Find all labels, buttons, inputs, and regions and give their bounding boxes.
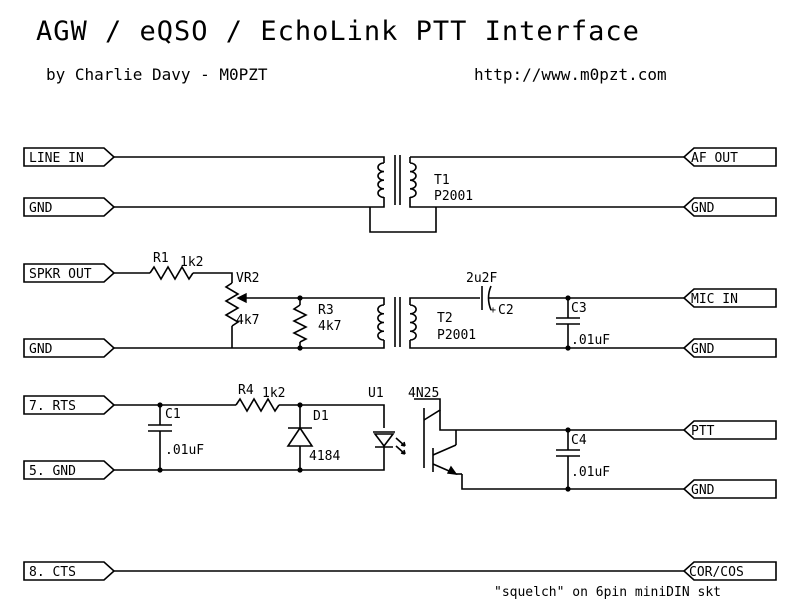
- connector-label: 8. CTS: [29, 565, 76, 580]
- connector-gnd-2: GND: [23, 338, 116, 358]
- ptt-section: R4 1k2 C1 .01uF D1 4184 U1 4N25: [114, 383, 684, 492]
- website-url: http://www.m0pzt.com: [474, 65, 667, 84]
- d1-ref: D1: [313, 409, 329, 424]
- vr2-ref: VR2: [236, 271, 259, 286]
- c3-ref: C3: [571, 301, 587, 316]
- u1-value: 4N25: [408, 386, 439, 401]
- c2-value: 2u2F: [466, 271, 497, 286]
- connector-label: GND: [691, 483, 715, 498]
- r3-value: 4k7: [318, 319, 341, 334]
- c4-ref: C4: [571, 433, 587, 448]
- connector-label: GND: [691, 201, 715, 216]
- cts-section: "squelch" on 6pin miniDIN skt: [114, 570, 721, 600]
- c1-value: .01uF: [165, 443, 204, 458]
- connector-label: MIC IN: [691, 292, 738, 307]
- connector-gnd-r1: GND: [682, 197, 777, 217]
- author-credit: by Charlie Davy - M0PZT: [46, 65, 268, 84]
- connector-gnd-1: GND: [23, 197, 116, 217]
- connector-label: PTT: [691, 424, 715, 439]
- connector-label: SPKR OUT: [29, 267, 92, 282]
- connector-label: GND: [691, 342, 715, 357]
- connector-label: GND: [29, 342, 53, 357]
- connector-label: GND: [29, 201, 53, 216]
- connector-spkr-out: SPKR OUT: [23, 263, 116, 283]
- connector-label: LINE IN: [29, 151, 84, 166]
- connector-label: AF OUT: [691, 151, 738, 166]
- c3-value: .01uF: [571, 333, 610, 348]
- t2-ref: T2: [437, 311, 453, 326]
- t1-value: P2001: [434, 189, 473, 204]
- connector-line-in: LINE IN: [23, 147, 116, 167]
- c4-value: .01uF: [571, 465, 610, 480]
- t2-value: P2001: [437, 328, 476, 343]
- vr2-value: 4k7: [236, 313, 259, 328]
- squelch-note: "squelch" on 6pin miniDIN skt: [494, 585, 721, 600]
- r4-ref: R4: [238, 383, 254, 398]
- connector-label: 7. RTS: [29, 399, 76, 414]
- c2-ref: C2: [498, 303, 514, 318]
- u1-ref: U1: [368, 386, 384, 401]
- connector-cts: 8. CTS: [23, 561, 116, 581]
- t1-transformer-section: T1 P2001: [114, 155, 684, 233]
- connector-label: COR/COS: [689, 565, 744, 580]
- connector-ptt: PTT: [682, 420, 777, 440]
- c1-ref: C1: [165, 407, 181, 422]
- c2-polarity: +: [490, 305, 496, 316]
- connector-af-out: AF OUT: [682, 147, 777, 167]
- connector-cor-cos: COR/COS: [682, 561, 777, 581]
- mic-section: R1 1k2 VR2 4k7 R3 4k7 T2 P2001 2: [114, 251, 684, 351]
- r1-value: 1k2: [180, 255, 203, 270]
- d1-value: 4184: [309, 449, 340, 464]
- connector-gnd-3: 5. GND: [23, 460, 116, 480]
- diagram-title: AGW / eQSO / EchoLink PTT Interface: [36, 16, 640, 47]
- t1-ref: T1: [434, 173, 450, 188]
- connector-rts: 7. RTS: [23, 395, 116, 415]
- connector-mic-in: MIC IN: [682, 288, 777, 308]
- connector-gnd-r3: GND: [682, 479, 777, 499]
- connector-gnd-r2: GND: [682, 338, 777, 358]
- r3-ref: R3: [318, 303, 334, 318]
- connector-label: 5. GND: [29, 464, 76, 479]
- r1-ref: R1: [153, 251, 169, 266]
- r4-value: 1k2: [262, 386, 285, 401]
